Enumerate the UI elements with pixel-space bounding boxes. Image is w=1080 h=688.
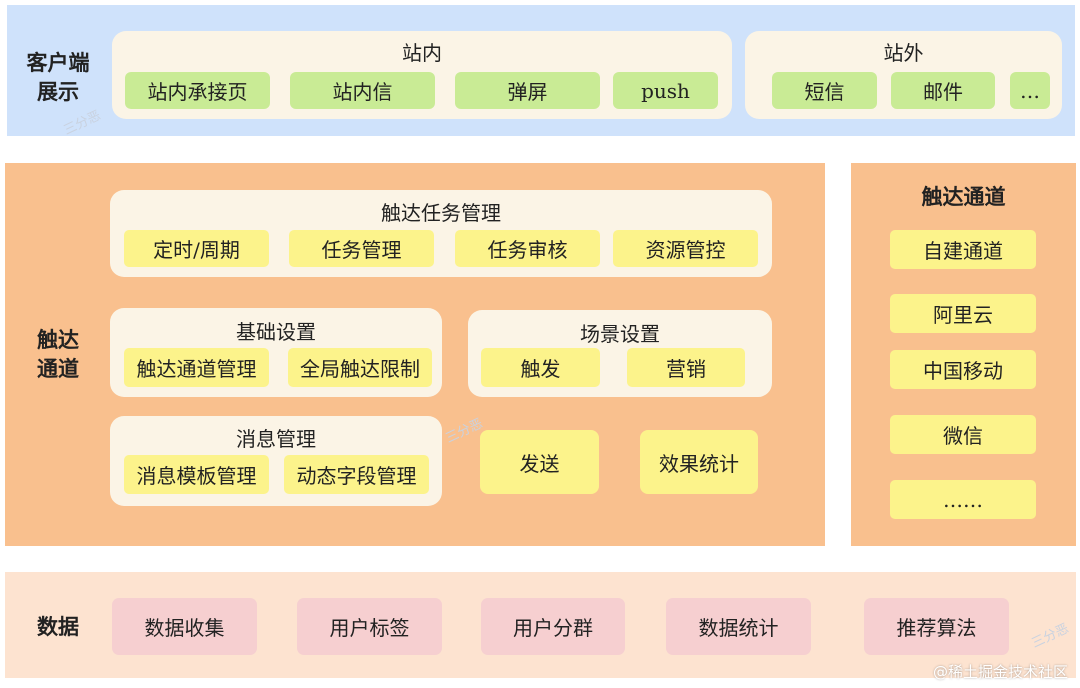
task-management-title: 触达任务管理 xyxy=(381,201,501,225)
email-channel: 邮件 xyxy=(891,72,995,109)
channel-layer-title: 触达通道 xyxy=(921,184,1006,209)
in-site-landing-page: 站内承接页 xyxy=(125,72,270,109)
wechat-channel: 微信 xyxy=(890,415,1036,454)
scene-settings-title: 场景设置 xyxy=(580,322,660,346)
message-template-management: 消息模板管理 xyxy=(124,455,269,494)
more-providers: …… xyxy=(890,480,1036,519)
resource-control: 资源管控 xyxy=(613,230,758,267)
sms-channel: 短信 xyxy=(772,72,877,109)
schedule-cycle: 定时/周期 xyxy=(124,230,269,267)
push-notification: push xyxy=(613,72,718,109)
recommendation-algorithm: 推荐算法 xyxy=(864,598,1009,655)
reach-layer-label: 触达 通道 xyxy=(37,327,79,381)
data-statistics: 数据统计 xyxy=(666,598,811,655)
aliyun-channel: 阿里云 xyxy=(890,294,1036,333)
data-collection: 数据收集 xyxy=(112,598,257,655)
in-site-message: 站内信 xyxy=(290,72,435,109)
client-layer-label: 客户端 展示 xyxy=(26,50,90,104)
in-site-title: 站内 xyxy=(402,41,442,65)
self-built-channel: 自建通道 xyxy=(890,230,1036,269)
out-site-title: 站外 xyxy=(883,41,924,65)
dynamic-field-management: 动态字段管理 xyxy=(284,455,429,494)
user-tags: 用户标签 xyxy=(297,598,442,655)
data-layer-label: 数据 xyxy=(37,614,79,639)
basic-settings-title: 基础设置 xyxy=(236,320,316,344)
marketing-scene: 营销 xyxy=(627,348,745,387)
trigger-scene: 触发 xyxy=(481,348,600,387)
user-segmentation: 用户分群 xyxy=(481,598,625,655)
china-mobile-channel: 中国移动 xyxy=(890,350,1036,389)
global-reach-limit: 全局触达限制 xyxy=(288,348,432,387)
task-management: 任务管理 xyxy=(289,230,434,267)
site-credit: @稀土掘金技术社区 xyxy=(932,663,1068,681)
task-review: 任务审核 xyxy=(455,230,600,267)
message-management-title: 消息管理 xyxy=(236,427,316,451)
send-module: 发送 xyxy=(480,430,599,494)
channel-management: 触达通道管理 xyxy=(124,348,269,387)
effect-statistics: 效果统计 xyxy=(640,430,758,494)
popup-screen: 弹屏 xyxy=(455,72,600,109)
more-channels: … xyxy=(1010,72,1050,109)
